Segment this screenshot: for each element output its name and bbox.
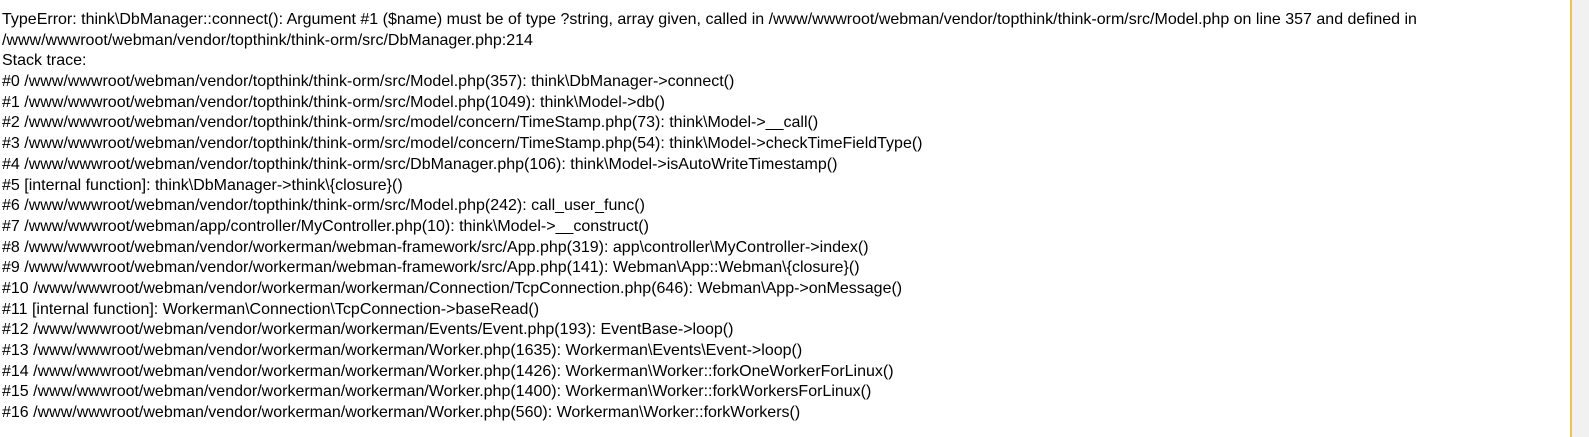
stack-frame: #10 /www/wwwroot/webman/vendor/workerman… bbox=[2, 279, 903, 297]
stack-frame: #16 /www/wwwroot/webman/vendor/workerman… bbox=[2, 404, 801, 422]
stack-frame: #9 /www/wwwroot/webman/vendor/workerman/… bbox=[2, 259, 860, 277]
stack-frame: #6 /www/wwwroot/webman/vendor/topthink/t… bbox=[2, 197, 645, 215]
stack-frame: #3 /www/wwwroot/webman/vendor/topthink/t… bbox=[2, 135, 923, 153]
error-output: TypeError: think\DbManager::connect(): A… bbox=[2, 10, 1570, 437]
error-message: TypeError: think\DbManager::connect(): A… bbox=[2, 11, 1417, 49]
stack-frame: #12 /www/wwwroot/webman/vendor/workerman… bbox=[2, 321, 734, 339]
stack-frame: #7 /www/wwwroot/webman/app/controller/My… bbox=[2, 217, 649, 235]
stack-frame: #1 /www/wwwroot/webman/vendor/topthink/t… bbox=[2, 93, 665, 111]
stack-frame: #14 /www/wwwroot/webman/vendor/workerman… bbox=[2, 362, 894, 380]
stack-frame: #5 [internal function]: think\DbManager-… bbox=[2, 176, 403, 194]
stack-frame: #11 [internal function]: Workerman\Conne… bbox=[2, 300, 540, 318]
stack-frame: #0 /www/wwwroot/webman/vendor/topthink/t… bbox=[2, 73, 735, 91]
stack-frame: #13 /www/wwwroot/webman/vendor/workerman… bbox=[2, 342, 803, 360]
vertical-scrollbar[interactable] bbox=[1570, 0, 1589, 437]
scrollbar-edge bbox=[1570, 0, 1572, 437]
stack-frame: #4 /www/wwwroot/webman/vendor/topthink/t… bbox=[2, 155, 838, 173]
stack-frame: #8 /www/wwwroot/webman/vendor/workerman/… bbox=[2, 238, 869, 256]
stack-trace-label: Stack trace: bbox=[2, 52, 87, 70]
stack-frame: #2 /www/wwwroot/webman/vendor/topthink/t… bbox=[2, 114, 819, 132]
stack-frame: #15 /www/wwwroot/webman/vendor/workerman… bbox=[2, 383, 872, 401]
